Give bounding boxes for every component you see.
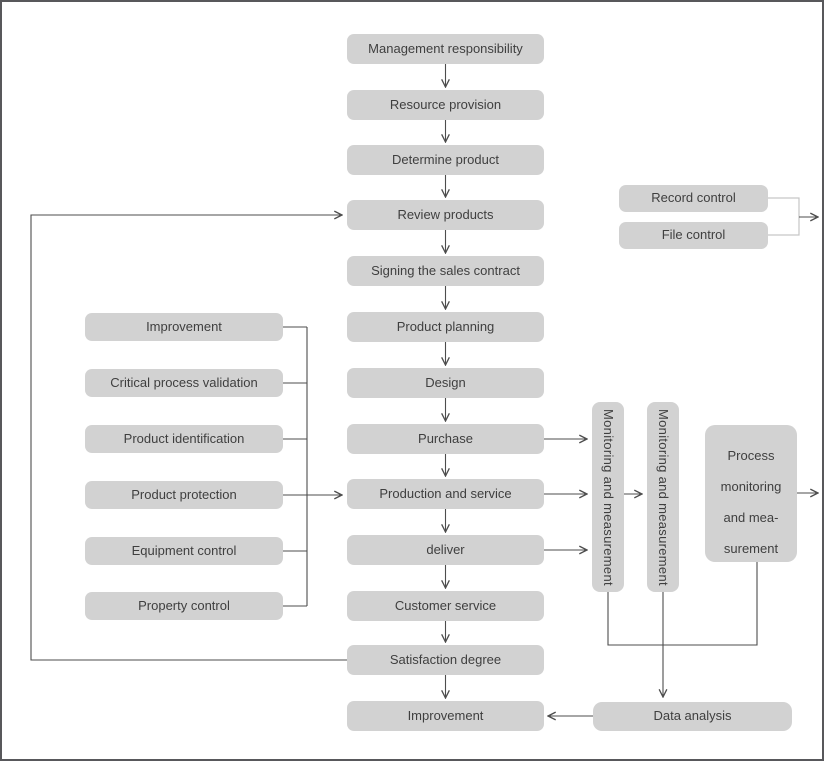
node-improvement-main: Improvement — [347, 701, 544, 731]
record-file-bracket — [768, 197, 818, 236]
node-improvement-left: Improvement — [85, 313, 283, 341]
node-product-planning: Product planning — [347, 312, 544, 342]
node-file-control: File control — [619, 222, 768, 249]
node-design: Design — [347, 368, 544, 398]
node-purchase: Purchase — [347, 424, 544, 454]
node-product-protection: Product protection — [85, 481, 283, 509]
node-monitoring-measurement-1: Monitoring and measurement — [592, 402, 624, 592]
node-critical-process-validation: Critical process validation — [85, 369, 283, 397]
node-data-analysis: Data analysis — [593, 702, 792, 731]
node-production-and-service: Production and service — [347, 479, 544, 509]
process-line-1: Process — [727, 448, 775, 463]
node-monitoring-measurement-2: Monitoring and measurement — [647, 402, 679, 592]
node-signing-sales-contract: Signing the sales contract — [347, 256, 544, 286]
left-bracket — [283, 326, 342, 607]
edge-feedback-satisfaction-to-review — [30, 215, 347, 661]
node-deliver: deliver — [347, 535, 544, 565]
process-line-3: and mea- — [723, 510, 779, 525]
node-property-control: Property control — [85, 592, 283, 620]
process-line-4: surement — [723, 541, 779, 556]
node-record-control: Record control — [619, 185, 768, 212]
node-customer-service: Customer service — [347, 591, 544, 621]
node-determine-product: Determine product — [347, 145, 544, 175]
node-satisfaction-degree: Satisfaction degree — [347, 645, 544, 675]
record-file-bracket-line — [768, 197, 800, 236]
monitoring-arrows — [544, 439, 818, 697]
collector-monitoring1-process — [607, 562, 758, 646]
node-equipment-control: Equipment control — [85, 537, 283, 565]
node-process-monitoring-measurement: Process monitoring and mea- surement — [705, 425, 797, 562]
node-resource-provision: Resource provision — [347, 90, 544, 120]
node-management-responsibility: Management responsibility — [347, 34, 544, 64]
process-line-2: monitoring — [720, 479, 782, 494]
node-review-products: Review products — [347, 200, 544, 230]
node-product-identification: Product identification — [85, 425, 283, 453]
